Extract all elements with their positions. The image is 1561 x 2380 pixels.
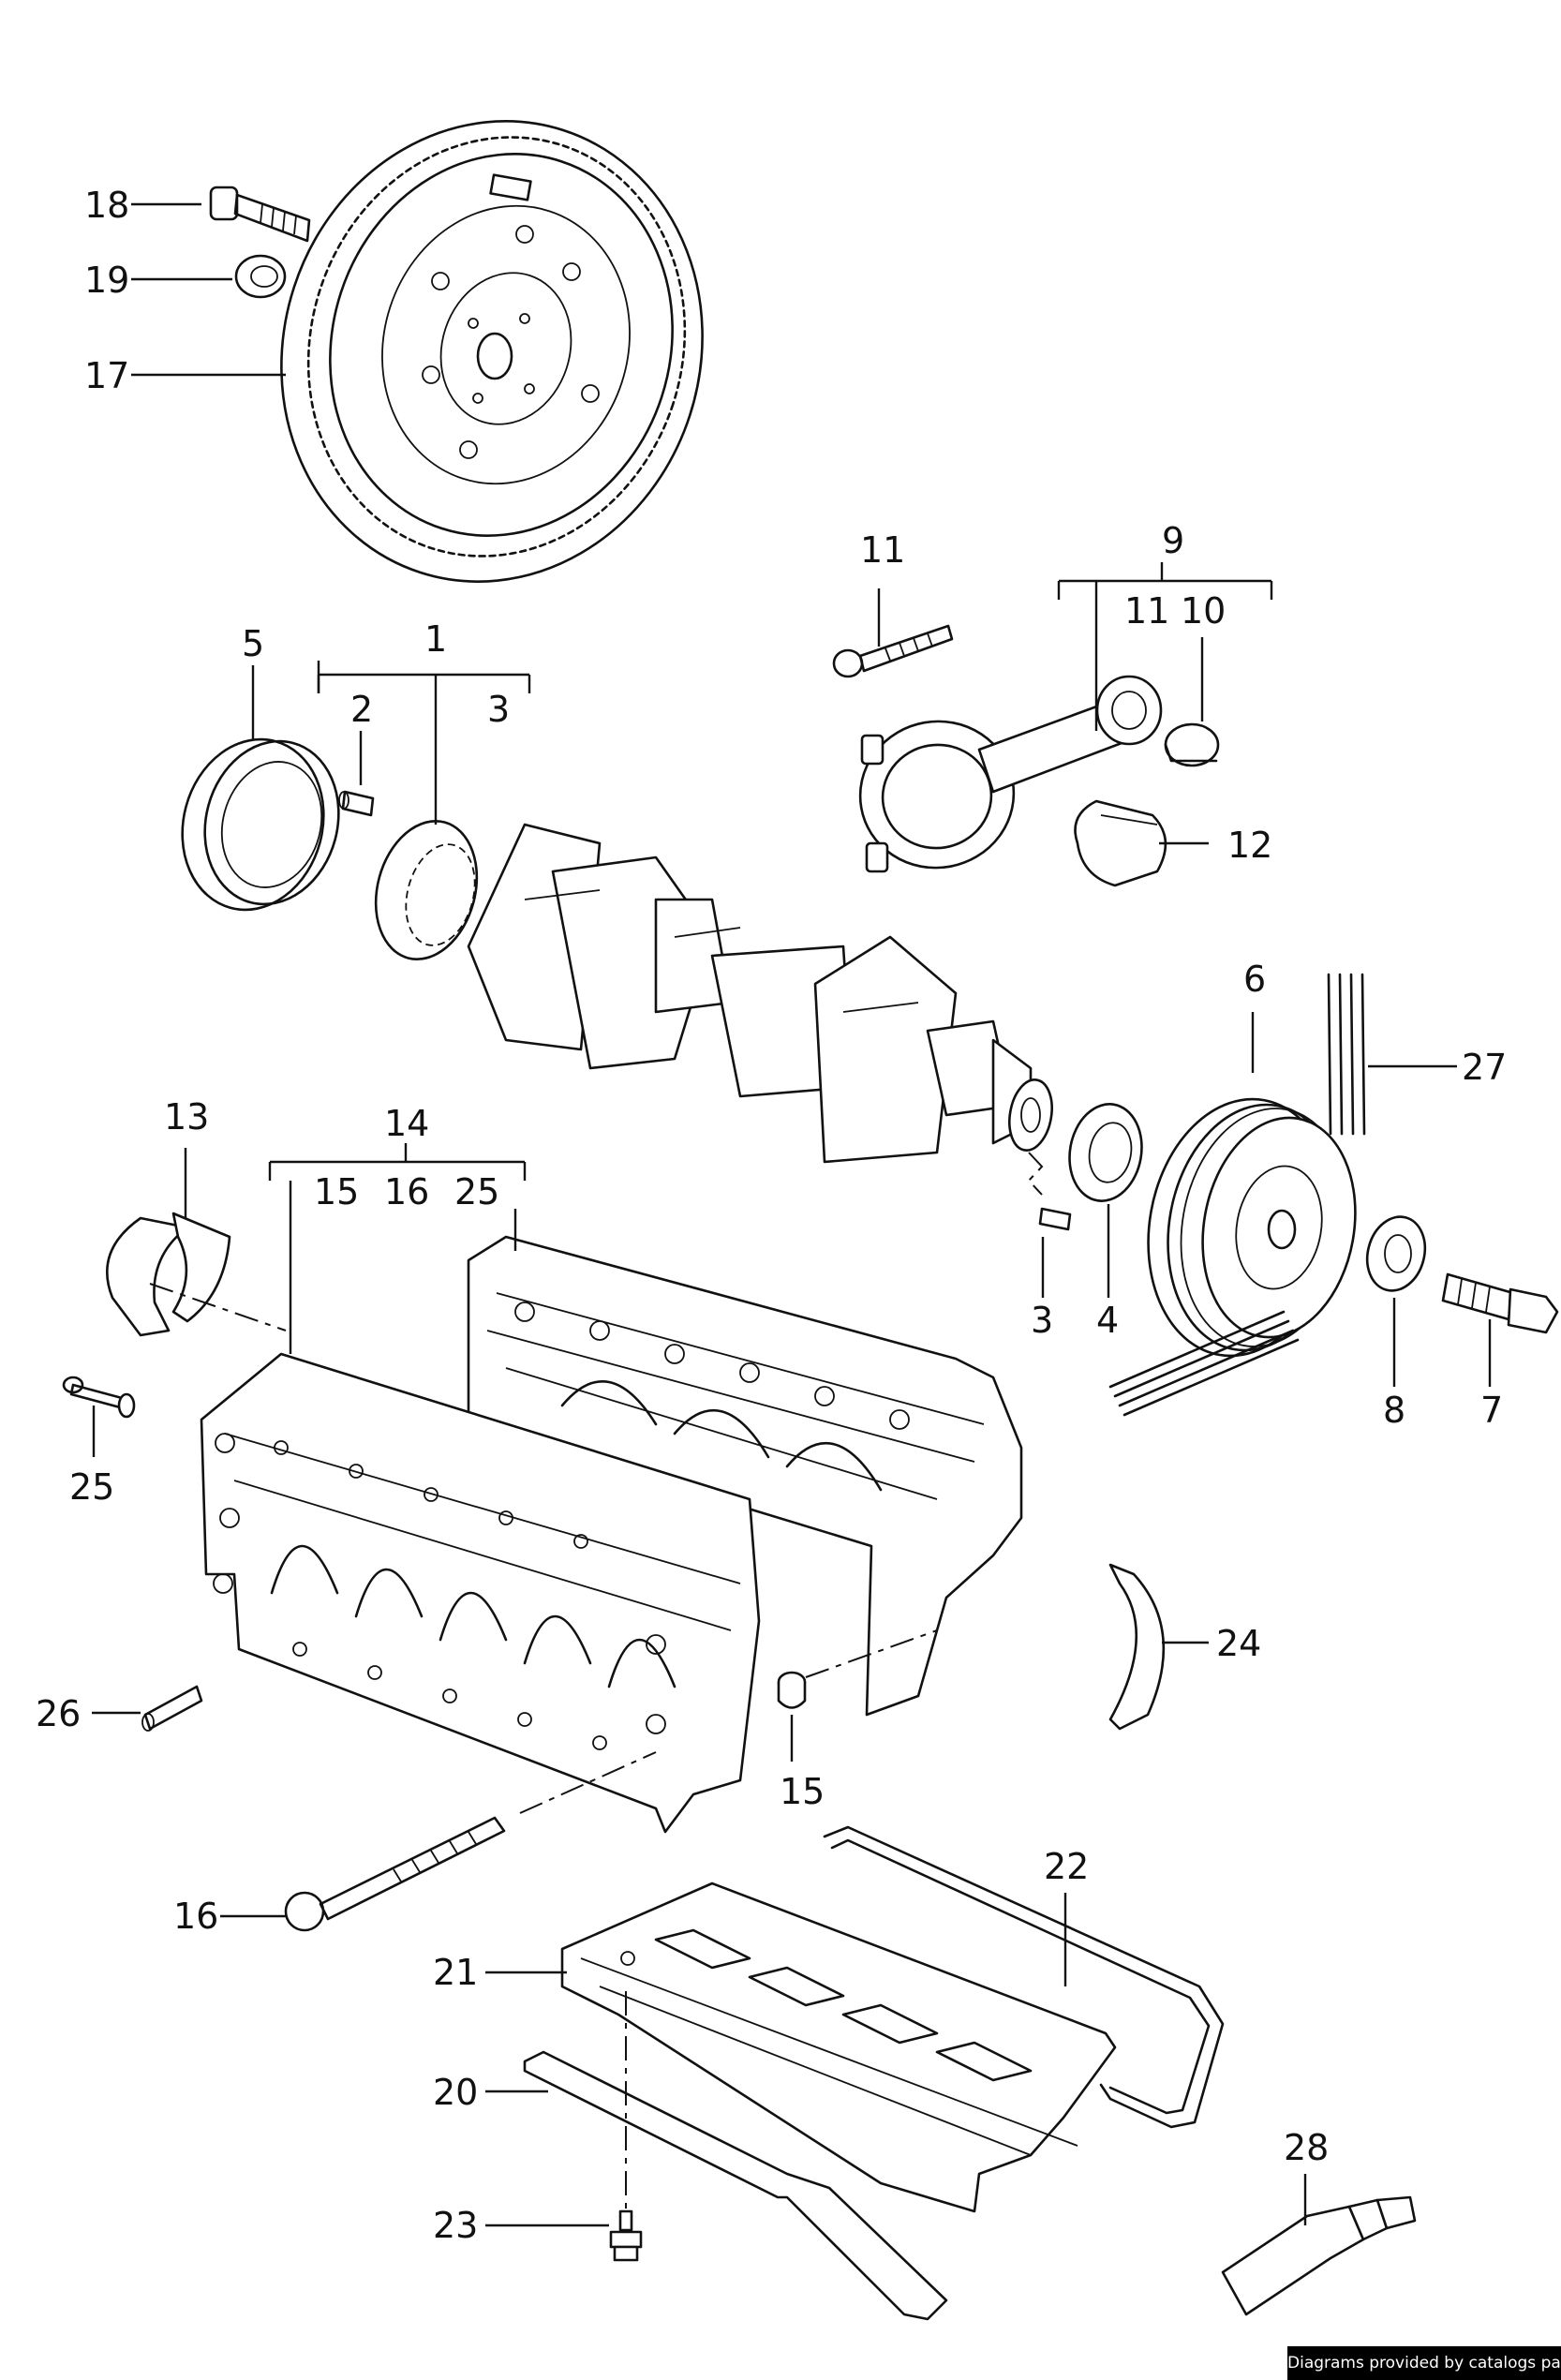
callout-18: 18: [84, 185, 129, 226]
crankshaft[interactable]: [361, 810, 1057, 1164]
connecting-rod[interactable]: [849, 675, 1163, 880]
pan-seal-strip[interactable]: [523, 2050, 948, 2321]
credit-label: Diagrams provided by catalogs parts: [1287, 2346, 1561, 2380]
front-main-seal[interactable]: [1063, 1098, 1150, 1207]
flywheel[interactable]: [222, 67, 762, 637]
crankcase-through-bolt[interactable]: [284, 1816, 506, 1932]
case-dowel-sleeve[interactable]: [777, 1671, 807, 1709]
callout-6: 6: [1243, 959, 1266, 1000]
assembly-centerlines: [149, 1152, 1044, 2209]
thrust-washer[interactable]: [1108, 1563, 1166, 1731]
oil-pan-gasket[interactable]: [823, 1825, 1225, 2129]
callout-numbers: 18 19 17 5 1 2 3 11 9 11 10 12 6 27 13 1…: [36, 185, 1507, 2246]
callout-27: 27: [1462, 1047, 1507, 1088]
crankcase-half-front[interactable]: [200, 1352, 761, 1834]
callout-3-top: 3: [487, 689, 510, 730]
pulley-washer[interactable]: [1360, 1211, 1434, 1298]
callout-25-bottom: 25: [69, 1466, 114, 1508]
callout-28: 28: [1284, 2127, 1329, 2168]
callout-11-rod: 11: [1124, 590, 1169, 632]
crank-pulley[interactable]: [1129, 1084, 1373, 1371]
crankcase-stud[interactable]: [62, 1376, 136, 1419]
front-dowel-pin[interactable]: [1038, 1207, 1072, 1231]
rod-bearing-shell[interactable]: [1074, 799, 1167, 887]
callout-2: 2: [350, 689, 373, 730]
callout-4: 4: [1096, 1300, 1119, 1341]
pan-bolt[interactable]: [609, 2209, 643, 2262]
oil-pan-baffle[interactable]: [560, 1882, 1117, 2213]
dowel-pin[interactable]: [338, 790, 375, 817]
callout-16-top: 16: [384, 1171, 429, 1212]
flywheel-bolt[interactable]: [209, 186, 311, 243]
callout-23: 23: [433, 2205, 478, 2246]
alignment-sleeve[interactable]: [141, 1685, 203, 1732]
callout-9: 9: [1162, 520, 1184, 561]
callout-13: 13: [164, 1096, 209, 1138]
callout-25-top: 25: [454, 1171, 499, 1212]
callout-15-bottom: 15: [780, 1771, 825, 1812]
callout-1: 1: [424, 618, 447, 660]
callout-16-bottom: 16: [173, 1896, 218, 1937]
main-bearing-shell[interactable]: [105, 1212, 231, 1337]
callout-8: 8: [1383, 1390, 1405, 1431]
callout-7: 7: [1480, 1390, 1503, 1431]
callout-22: 22: [1044, 1846, 1089, 1887]
callout-19: 19: [84, 260, 129, 301]
callout-5: 5: [242, 623, 264, 664]
callout-12: 12: [1227, 825, 1272, 866]
rod-bolt[interactable]: [832, 624, 954, 678]
callout-21: 21: [433, 1952, 478, 1993]
callout-3-bottom: 3: [1031, 1300, 1053, 1341]
callout-10: 10: [1181, 590, 1226, 632]
callout-17: 17: [84, 355, 129, 396]
small-end-bushing[interactable]: [1164, 722, 1220, 767]
callout-20: 20: [433, 2072, 478, 2113]
callout-14: 14: [384, 1103, 429, 1144]
callout-26: 26: [36, 1693, 81, 1734]
callout-15-top: 15: [314, 1171, 359, 1212]
leader-lines: [92, 202, 1492, 2227]
rear-main-seal[interactable]: [164, 723, 357, 926]
callout-24: 24: [1216, 1623, 1261, 1664]
callout-11-bolt: 11: [860, 529, 905, 571]
pulley-bolt[interactable]: [1441, 1272, 1559, 1334]
sealant-tube[interactable]: [1221, 2195, 1417, 2316]
drive-belt[interactable]: [1108, 973, 1366, 1417]
pilot-bushing[interactable]: [234, 254, 287, 299]
